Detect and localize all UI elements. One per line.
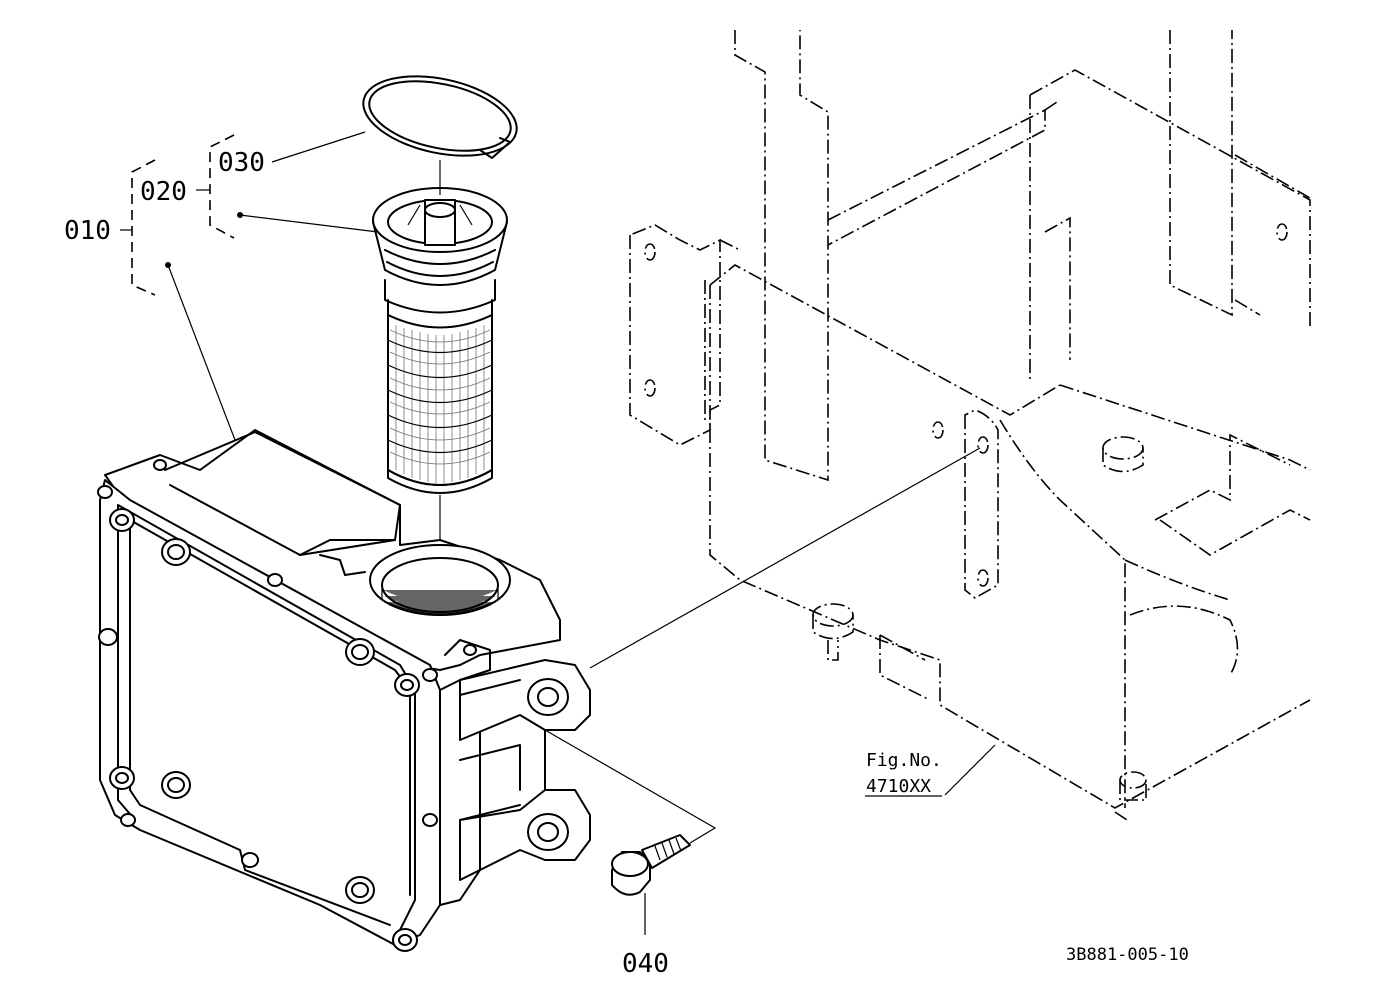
frame-phantom — [629, 30, 1311, 823]
leader-lines — [165, 131, 996, 935]
drawing-number: 3B881-005-10 — [1066, 945, 1189, 965]
callout-030: 030 — [218, 148, 265, 178]
callout-040: 040 — [622, 949, 669, 979]
fig-ref-label: Fig.No. — [866, 750, 942, 771]
callout-brackets — [120, 134, 235, 296]
filter-element-020 — [372, 160, 508, 620]
bolt-040 — [611, 834, 691, 896]
fig-ref-number: 4710XX — [866, 776, 931, 797]
callout-020: 020 — [140, 177, 187, 207]
seal-ring-030 — [362, 75, 518, 159]
filter-housing-010 — [97, 429, 591, 952]
callout-010: 010 — [64, 216, 111, 246]
housing-bolts — [97, 459, 477, 952]
